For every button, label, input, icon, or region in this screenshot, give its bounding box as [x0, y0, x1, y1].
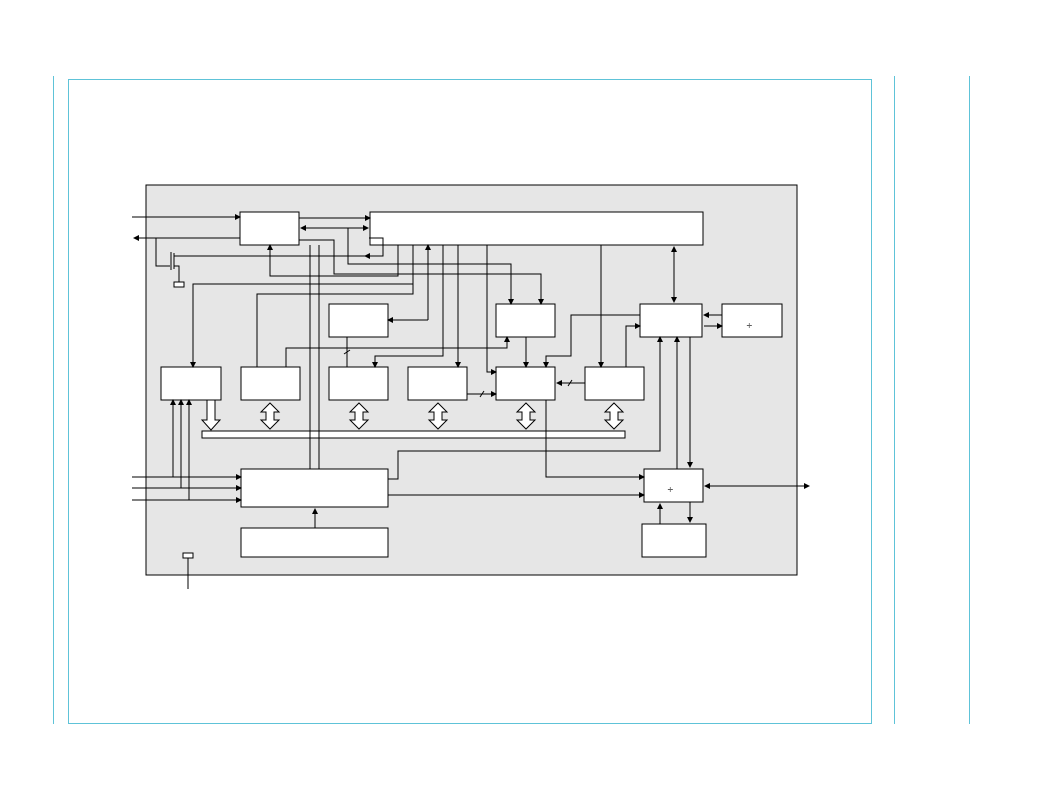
block-right-upper [639, 303, 703, 338]
block-row-3 [328, 366, 389, 401]
block-row-6 [584, 366, 645, 401]
bus-arrow-2 [259, 402, 281, 430]
port-block [643, 468, 704, 503]
bottom-right-block [641, 523, 707, 558]
margin-line-right [894, 76, 895, 724]
interface-block [239, 211, 300, 246]
main-bus-block [369, 211, 704, 246]
lower-block [240, 527, 389, 558]
bus-arrow-3 [348, 402, 370, 430]
bus-connectors [200, 399, 625, 431]
margin-line-far-right [969, 76, 970, 724]
pin-pad-upper [173, 281, 185, 288]
bus-arrow-4 [427, 402, 449, 430]
block-center-upper [495, 303, 556, 338]
content-frame [68, 79, 872, 724]
peripheral-bus [201, 430, 626, 439]
block-row-5 [495, 366, 556, 401]
port-symbol: ÷ [667, 485, 674, 494]
block-mid-upper [328, 303, 389, 338]
ratio-block [721, 303, 783, 338]
bus-arrow-6 [603, 402, 625, 430]
bus-arrow-1 [200, 399, 222, 431]
ratio-symbol: ÷ [746, 321, 753, 330]
signal-lines [132, 214, 810, 589]
bus-arrow-5 [515, 402, 537, 430]
margin-line-left [53, 76, 54, 724]
pin-pad-lower [182, 552, 194, 559]
block-row-4 [407, 366, 468, 401]
control-block [240, 468, 389, 508]
block-row-2 [240, 366, 301, 401]
block-row-1 [160, 366, 222, 401]
